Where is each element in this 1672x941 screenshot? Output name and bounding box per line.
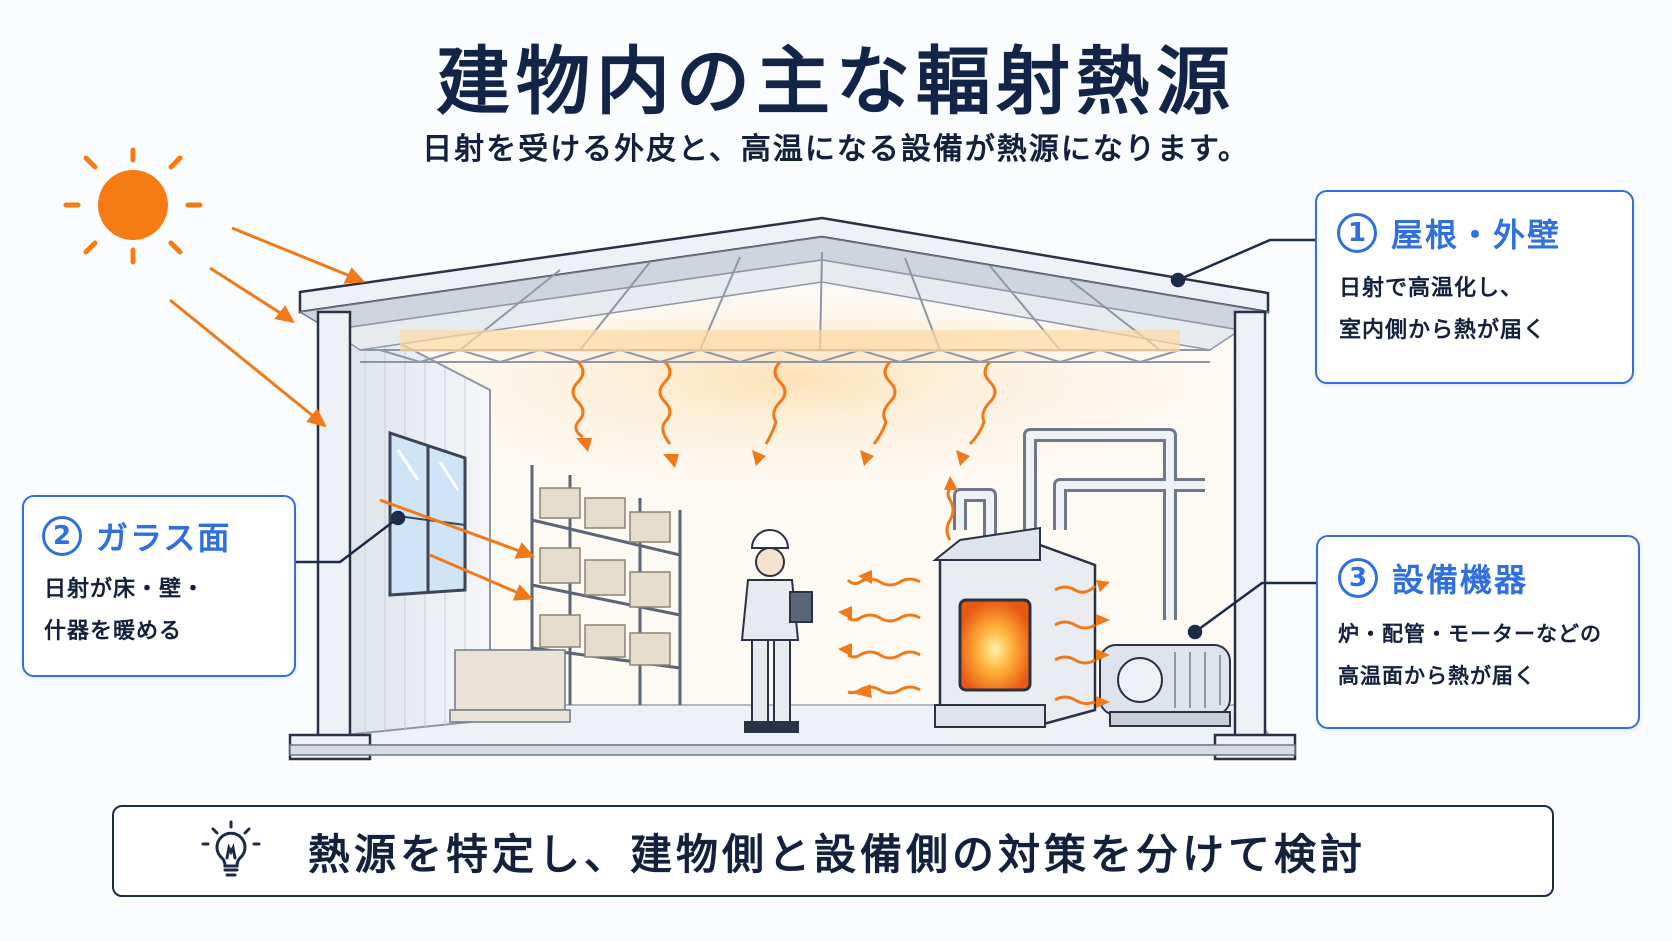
lightbulb-icon: [201, 820, 261, 877]
callout-roof-wall: 1 屋根・外壁 日射で高温化し、 室内側から熱が届く: [1315, 190, 1634, 384]
heat-wave-arrows: [571, 360, 1097, 706]
sun-icon: [63, 147, 203, 265]
callout-title: ガラス面: [96, 519, 232, 557]
page-title: 建物内の主な輻射熱源: [436, 39, 1236, 125]
callout-equipment: 3 設備機器 炉・配管・モーターなどの 高温面から熱が届く: [1316, 535, 1640, 729]
callout-line: 日射で高温化し、: [1339, 276, 1524, 301]
callout-line: 什器を暖める: [44, 619, 183, 644]
number-badge: 3: [1338, 558, 1378, 598]
number-badge: 2: [42, 516, 82, 556]
storage-rack: [449, 465, 682, 723]
solar-ray-arrows: [169, 226, 536, 601]
callout-title: 屋根・外壁: [1391, 216, 1562, 254]
worker-figure: [740, 529, 813, 733]
number-badge: 1: [1337, 213, 1377, 253]
callout-line: 日射が床・壁・: [44, 577, 206, 602]
footer-text: 熱源を特定し、建物側と設備側の対策を分けて検討: [308, 829, 1367, 879]
leader-lines: [295, 238, 1316, 640]
callout-line: 室内側から熱が届く: [1339, 318, 1547, 343]
page-subtitle: 日射を受ける外皮と、高温になる設備が熱源になります。: [422, 132, 1250, 167]
callout-line: 高温面から熱が届く: [1338, 664, 1536, 688]
callout-title: 設備機器: [1392, 561, 1529, 599]
footer-banner: 熱源を特定し、建物側と設備側の対策を分けて検討: [112, 805, 1554, 897]
columns: [288, 310, 1297, 761]
floor-slab: [289, 744, 1296, 756]
heat-arrow-heads: [576, 438, 1110, 708]
callout-glass: 2 ガラス面 日射が床・壁・ 什器を暖める: [22, 495, 296, 677]
callout-line: 炉・配管・モーターなどの: [1338, 622, 1602, 646]
